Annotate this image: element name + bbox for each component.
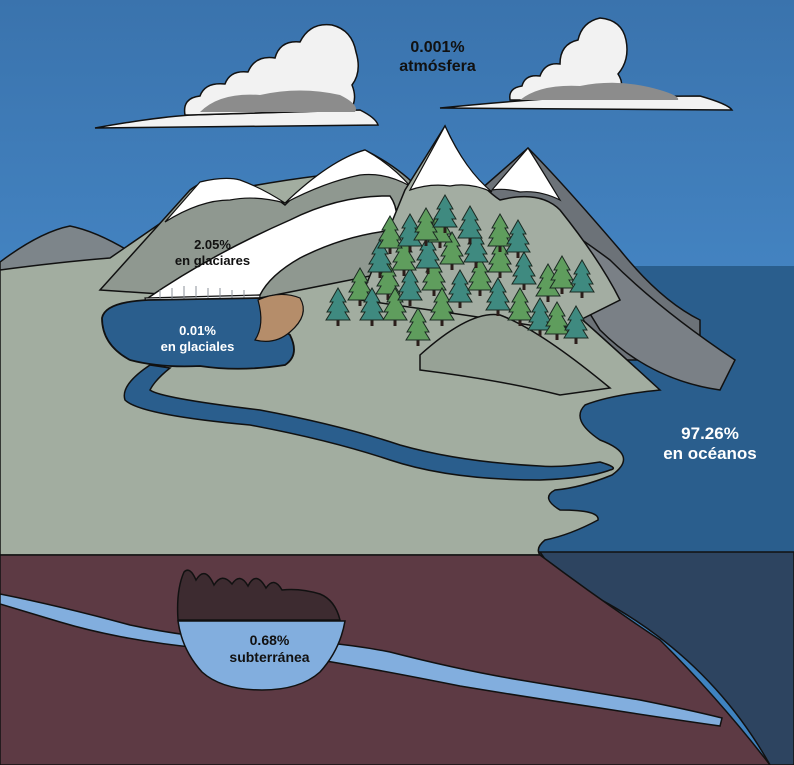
glacier-tongue <box>142 195 398 301</box>
atmosphere-percent: 0.001% <box>410 39 465 56</box>
right-snow <box>490 146 562 202</box>
groundwater-pool <box>177 620 346 691</box>
cloud-icon <box>439 17 734 111</box>
glaciers-name: en glaciares <box>174 252 251 268</box>
cloud-icon <box>94 23 379 129</box>
oceans-percent: 97.26% <box>681 424 739 443</box>
central-snow <box>408 124 493 193</box>
glaciers-percent: 2.05% <box>194 237 231 252</box>
cliff-icon <box>254 293 304 342</box>
front-hill <box>419 313 612 396</box>
lakes-label: 0.01% en glaciales <box>140 323 255 354</box>
atmosphere-name: atmósfera <box>399 58 476 76</box>
groundwater-label: 0.68% subterránea <box>212 632 327 666</box>
river <box>123 364 615 481</box>
cave <box>176 569 341 621</box>
oceans-name: en océanos <box>663 444 757 464</box>
lakes-name: en glaciales <box>160 338 235 354</box>
groundwater-name: subterránea <box>229 648 310 665</box>
lakes-percent: 0.01% <box>179 323 216 338</box>
groundwater-percent: 0.68% <box>249 632 290 648</box>
glacial-lake <box>101 297 295 370</box>
glaciers-label: 2.05% en glaciares <box>145 237 280 268</box>
atmosphere-label: 0.001% atmósfera <box>365 38 510 76</box>
oceans-label: 97.26% en océanos <box>645 424 775 465</box>
